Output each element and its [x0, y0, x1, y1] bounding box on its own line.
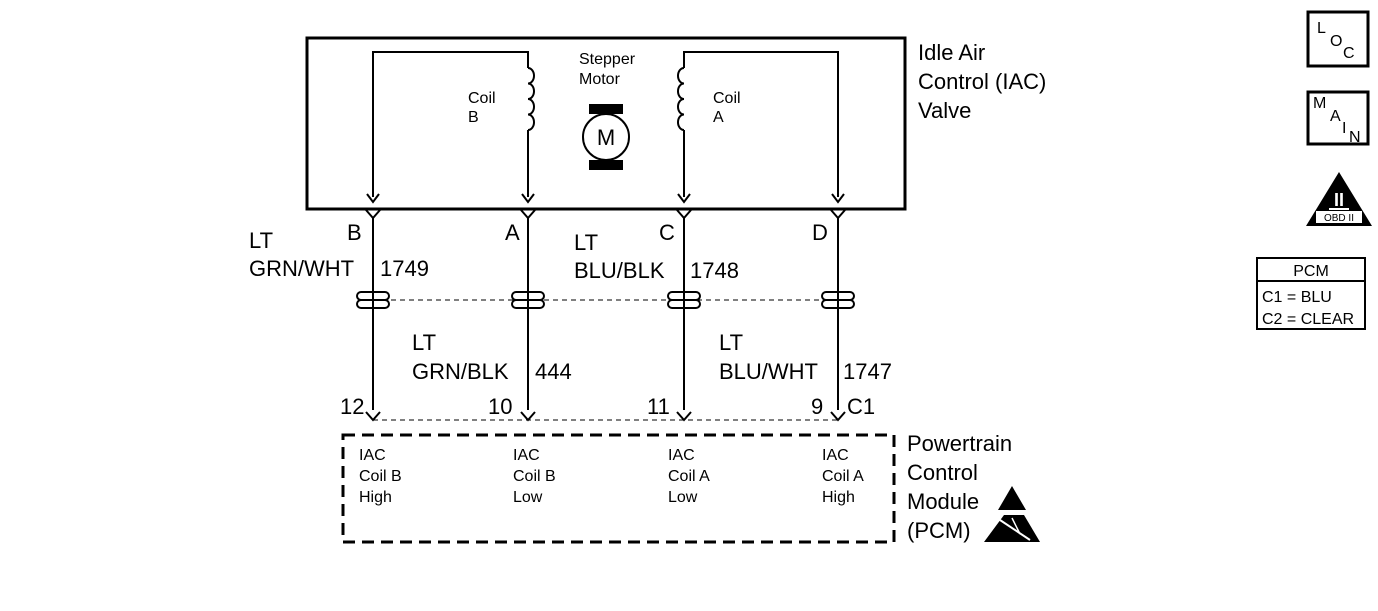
terminal-b-label: B [347, 220, 362, 245]
pcm-pin-12: 12 [340, 394, 364, 419]
pcm-box [341, 433, 896, 544]
pcm-circuit-4-line1: IAC [822, 447, 849, 464]
loc-nav-button[interactable]: L O C [1306, 10, 1370, 68]
loc-letter-c: C [1343, 45, 1355, 62]
pcm-title-line2: Control [907, 460, 978, 485]
coil-a-wiring [677, 51, 845, 204]
stepper-label-line1: Stepper [579, 51, 636, 68]
pcm-circuit-2-line1: IAC [513, 447, 540, 464]
obd-ii-nav-button[interactable]: II OBD II [1306, 172, 1372, 226]
main-nav-button[interactable]: M A I N [1306, 90, 1370, 146]
pcm-title-line1: Powertrain [907, 431, 1012, 456]
motor-symbol-letter: M [597, 125, 615, 150]
pcm-circuit-2-line2: Coil B [513, 468, 556, 485]
esd-warning-icon [984, 486, 1040, 542]
obd-ii-text: OBD II [1324, 213, 1354, 224]
terminal-c-label: C [659, 220, 675, 245]
main-letter-a: A [1330, 108, 1341, 125]
pcm-pin-10: 10 [488, 394, 512, 419]
wire-1747-color-line2: BLU/WHT [719, 359, 818, 384]
iac-valve-box [305, 36, 907, 211]
obd-ii-symbol: II [1334, 190, 1344, 210]
coil-b-label-line1: Coil [468, 90, 496, 107]
wire-444-color-line2: GRN/BLK [412, 359, 509, 384]
pcm-circuit-2-line3: Low [513, 489, 543, 506]
wire-1749-color-line1: LT [249, 228, 273, 253]
iac-valve-title-line3: Valve [918, 98, 971, 123]
pcm-key-row-c1: C1 = BLU [1262, 289, 1332, 306]
pcm-connector-pins [365, 411, 846, 422]
pcm-title-line3: Module [907, 489, 979, 514]
wire-1747-color-line1: LT [719, 330, 743, 355]
pcm-key-row-c2: C2 = CLEAR [1262, 311, 1354, 328]
pcm-circuit-1-line1: IAC [359, 447, 386, 464]
pcm-connector-c1-label: C1 [847, 394, 875, 419]
coil-a-label-line1: Coil [713, 90, 741, 107]
pcm-circuit-3-line1: IAC [668, 447, 695, 464]
wire-1749-color-line2: GRN/WHT [249, 256, 354, 281]
terminal-a-label: A [505, 220, 520, 245]
stepper-label-line2: Motor [579, 71, 621, 88]
wire-444-circuit: 444 [535, 359, 572, 384]
harness-wires [372, 218, 839, 410]
pcm-connector-key: PCM C1 = BLU C2 = CLEAR [1256, 257, 1366, 330]
wire-1748-color-line1: LT [574, 230, 598, 255]
pcm-circuit-4-line2: Coil A [822, 468, 864, 485]
pcm-circuit-3-line2: Coil A [668, 468, 710, 485]
pcm-key-title: PCM [1293, 263, 1329, 280]
pcm-pin-9: 9 [811, 394, 823, 419]
pcm-circuit-1-line2: Coil B [359, 468, 402, 485]
main-letter-n: N [1349, 129, 1361, 146]
stepper-motor-symbol: M [582, 104, 630, 170]
inline-connector-clips [356, 291, 855, 309]
pcm-circuit-3-line3: Low [668, 489, 698, 506]
wire-1748-circuit: 1748 [690, 258, 739, 283]
main-letter-i: I [1342, 120, 1346, 137]
valve-connector-terminals [365, 209, 846, 220]
pcm-pin-11: 11 [647, 394, 670, 419]
wire-1749-circuit: 1749 [380, 256, 429, 281]
loc-letter-o: O [1330, 33, 1342, 50]
pcm-title-line4: (PCM) [907, 518, 971, 543]
coil-b-label-line2: B [468, 109, 479, 126]
wire-444-color-line1: LT [412, 330, 436, 355]
loc-letter-l: L [1317, 20, 1326, 37]
wire-1748-color-line2: BLU/BLK [574, 258, 665, 283]
main-letter-m: M [1313, 95, 1326, 112]
iac-valve-title-line1: Idle Air [918, 40, 985, 65]
wire-1747-circuit: 1747 [843, 359, 892, 384]
pcm-circuit-4-line3: High [822, 489, 855, 506]
coil-b-wiring [366, 51, 535, 204]
iac-valve-title-line2: Control (IAC) [918, 69, 1046, 94]
coil-a-label-line2: A [713, 109, 724, 126]
pcm-circuit-1-line3: High [359, 489, 392, 506]
terminal-d-label: D [812, 220, 828, 245]
